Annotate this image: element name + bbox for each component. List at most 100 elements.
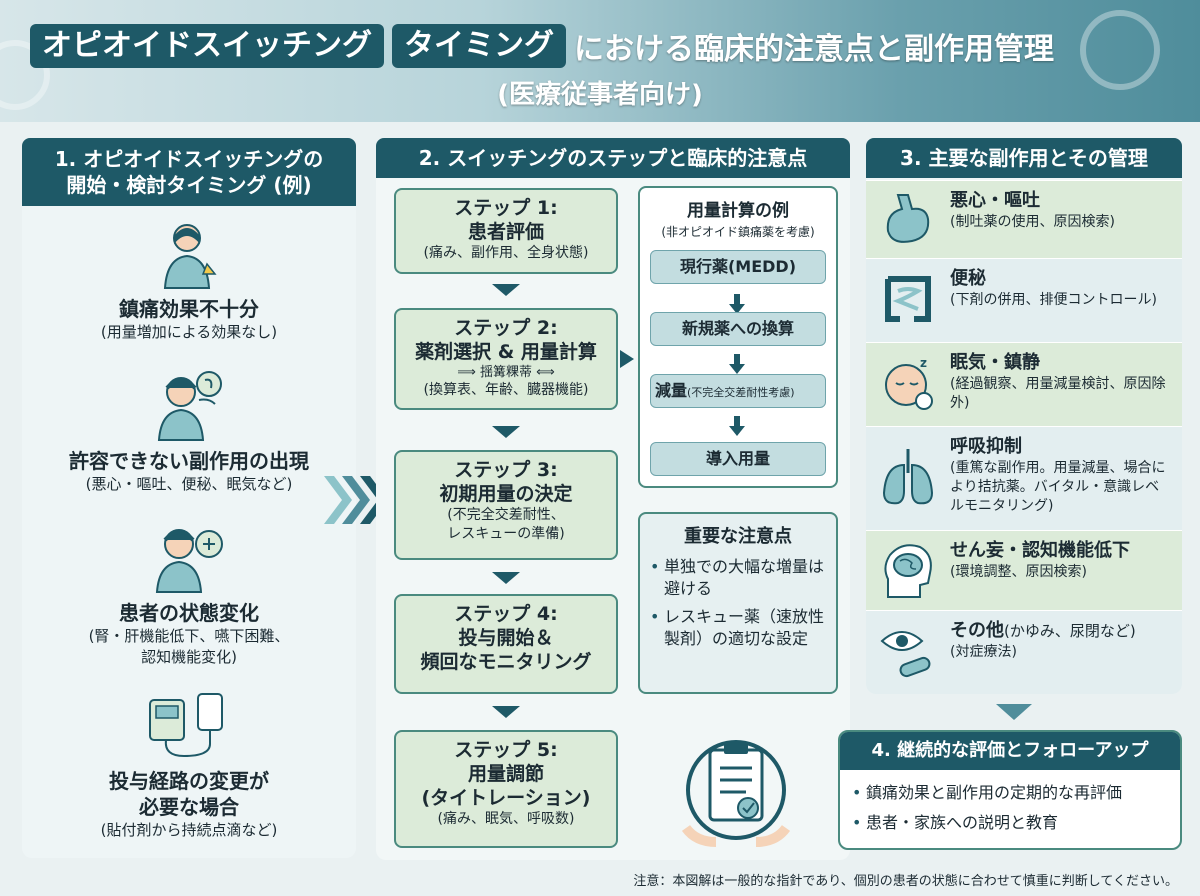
timing-item-insufficient-analgesia: 鎮痛効果不十分 (用量増加による効果なし) [22,218,356,343]
patient-nausea-icon [157,371,222,441]
title-chip-timing: タイミング [392,24,566,68]
side-effect-constipation: 便秘 (下剤の併用、排便コントロール) [866,258,1182,342]
side-effects-column: 3. 主要な副作用とその管理 悪心・嘔吐 (制吐薬の使用、原因検索) 便秘 (下… [866,138,1182,694]
patient-condition-icon [155,529,223,593]
side-effect-name: せん妄・認知機能低下 [950,540,1130,561]
patient-pain-icon [163,224,217,289]
timing-item-desc: (腎・肝機能低下、嚥下困難、 [88,627,290,645]
footnote: 注意：本図解は一般的な指針であり、個別の患者の状態に合わせて慎重に判断してくださ… [633,874,1178,889]
follow-up-box: 4. 継続的な評価とフォローアップ 鎮痛効果と副作用の定期的な再評価 患者・家族… [838,730,1182,850]
step-4-box: ステップ 4: 投与開始＆ 頻回なモニタリング [394,594,618,694]
title-chip-switching: オピオイドスイッチング [30,24,384,68]
step-title: 頻回なモニタリング [420,651,592,673]
step-5-box: ステップ 5: 用量調節 (タイトレーション) (痛み、眠気、呼吸数) [394,730,618,848]
important-notes-box: 重要な注意点 単独での大幅な増量は避ける レスキュー薬（速放性製剤）の適切な設定 [638,512,838,694]
arrow-down-icon [492,706,520,718]
side-effect-name: 眠気・鎮静 [950,352,1040,373]
timing-item-title: 鎮痛効果不十分 [119,297,259,321]
timing-item-desc: (用量増加による効果なし) [100,323,278,341]
timing-item-title: 投与経路の変更が [109,769,269,793]
step-label: ステップ 3: [454,459,558,481]
eye-pill-icon [880,631,931,678]
dose-calc-step: 減量(不完全交差耐性考慮) [650,374,826,408]
side-effect-other: その他(かゆみ、尿閉など) (対症療法) [866,610,1182,694]
side-effect-desc: (制吐薬の使用、原因検索) [950,214,1115,230]
step-label: ステップ 4: [454,603,558,625]
timing-item-desc: 認知機能変化) [141,648,237,666]
step-title: 薬剤選択 & 用量計算 [415,341,597,363]
arrow-down-icon [996,704,1032,720]
arrow-down-icon [729,416,745,436]
dose-calc-step: 現行薬(MEDD) [650,250,826,284]
timing-item-title: 必要な場合 [139,795,239,819]
step-desc: レスキューの準備) [447,526,565,542]
side-effect-sedation: z 眠気・鎮静 (経過観察、用量減量検討、原因除外) [866,342,1182,426]
step-title: 患者評価 [467,221,544,243]
follow-up-item: 患者・家族への説明と教育 [840,810,1180,836]
step-arrows-text: ⟹ 揺篝粿蒂 ⟺ [457,365,555,380]
timing-item-route-change: 投与経路の変更が 必要な場合 (貼付剤から持続点滴など) [22,690,356,841]
title-rest: における臨床的注意点と副作用管理 [574,32,1054,67]
important-notes-title: 重要な注意点 [684,526,792,547]
step-title: 投与開始＆ [458,627,554,649]
dose-calc-step-note: (不完全交差耐性考慮) [687,386,795,399]
step-desc: (不完全交差耐性、 [447,507,565,523]
dose-calc-step-main: 減量 [655,381,688,400]
arrow-down-icon [492,572,520,584]
steps-column: 2. スイッチングのステップと臨床的注意点 ステップ 1: 患者評価 (痛み、副… [376,138,850,860]
timing-item-condition-change: 患者の状態変化 (腎・肝機能低下、嚥下困難、 認知機能変化) [22,522,356,668]
dose-calc-step: 導入用量 [650,442,826,476]
magnifier-icon [1080,10,1160,90]
arrow-down-icon [492,284,520,296]
step-3-box: ステップ 3: 初期用量の決定 (不完全交差耐性、 レスキューの準備) [394,450,618,560]
timing-header-line2: 開始・検討タイミング (例) [66,173,312,197]
arrow-down-icon [729,294,745,314]
header-banner: オピオイドスイッチング タイミング における臨床的注意点と副作用管理 (医療従事… [0,0,1200,122]
step-desc: (換算表、年齢、臓器機能) [423,382,589,398]
timing-item-title: 患者の状態変化 [119,601,259,625]
step-label: ステップ 2: [454,317,558,339]
side-effect-name: 便秘 [950,268,986,289]
side-effect-desc: (下剤の併用、排便コントロール) [950,292,1157,308]
svg-text:z: z [920,356,927,370]
important-note-item: 単独での大幅な増量は避ける [650,556,826,600]
step-label: ステップ 5: [454,739,558,761]
lungs-icon [882,449,934,505]
intestine-icon [885,276,931,322]
side-effect-desc: (対症療法) [950,644,1017,660]
timing-item-desc: (悪心・嘔吐、便秘、眠気など) [85,475,293,493]
clipboard-checklist-icon [681,740,791,847]
infusion-pump-icon [149,693,223,758]
step-title: 用量調節 [467,763,544,785]
step-desc: (痛み、眠気、呼吸数) [437,811,575,827]
step-title: (タイトレーション) [421,787,591,809]
step-2-box: ステップ 2: 薬剤選択 & 用量計算 ⟹ 揺篝粿蒂 ⟺ (換算表、年齢、臓器機… [394,308,618,410]
side-effect-desc: (経過観察、用量減量検討、原因除外) [950,376,1166,411]
timing-header-line1: 1. オピオイドスイッチングの [54,147,324,171]
timing-item-side-effects: 許容できない副作用の出現 (悪心・嘔吐、便秘、眠気など) [22,370,356,495]
side-effect-name: その他(かゆみ、尿閉など) [950,611,1182,643]
brain-icon [884,544,932,598]
side-effect-name: 呼吸抑制 [950,436,1022,457]
side-effect-desc: (重篤な副作用。用量減量、場合により拮抗薬。バイタル・意識レベルモニタリング) [950,460,1166,514]
pill-bottle-icon [0,40,50,110]
side-effect-name-extra: (かゆみ、尿閉など) [1004,622,1136,640]
arrow-right-icon [620,350,634,368]
page-title: オピオイドスイッチング タイミング における臨床的注意点と副作用管理 [30,22,1054,70]
dose-calc-box: 用量計算の例 (非オピオイド鎮痛薬を考慮) 現行薬(MEDD) 新規薬への換算 … [638,186,838,488]
side-effect-nausea: 悪心・嘔吐 (制吐薬の使用、原因検索) [866,180,1182,258]
step-1-box: ステップ 1: 患者評価 (痛み、副作用、全身状態) [394,188,618,274]
stomach-icon [886,194,930,243]
timing-item-desc: (貼付剤から持続点滴など) [100,821,278,839]
step-label: ステップ 1: [454,197,558,219]
dose-calc-title: 用量計算の例 [687,201,789,221]
side-effect-desc: (環境調整、原因検索) [950,564,1087,580]
steps-column-header: 2. スイッチングのステップと臨床的注意点 [376,138,850,178]
side-effect-name-main: その他 [950,620,1004,641]
side-effect-respiratory-depression: 呼吸抑制 (重篤な副作用。用量減量、場合により拮抗薬。バイタル・意識レベルモニタ… [866,426,1182,530]
side-effect-name: 悪心・嘔吐 [950,190,1040,211]
follow-up-header: 4. 継続的な評価とフォローアップ [840,732,1180,770]
timing-item-title: 許容できない副作用の出現 [69,449,309,473]
step-title: 初期用量の決定 [439,483,573,505]
arrow-down-icon [492,426,520,438]
